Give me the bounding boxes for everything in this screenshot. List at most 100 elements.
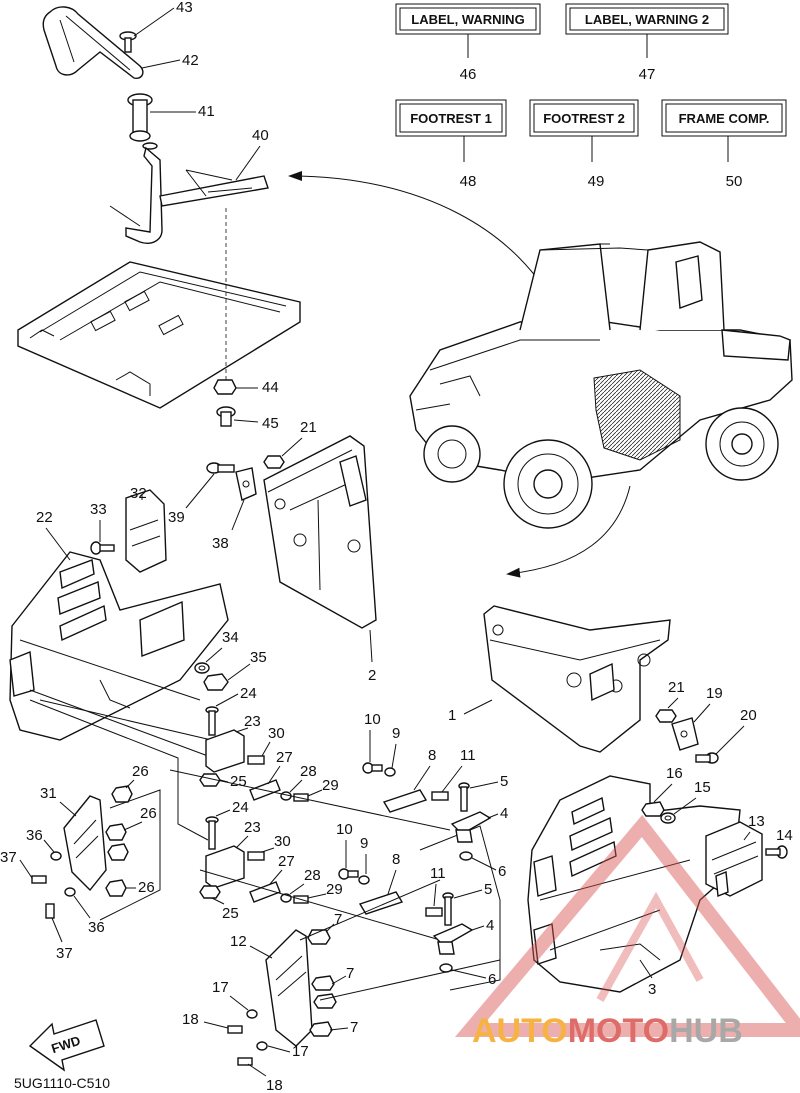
callout-8-lower: 8	[392, 851, 400, 868]
callout-42: 42	[182, 52, 199, 69]
screw-part-10-upper	[362, 762, 383, 774]
callout-38: 38	[212, 535, 229, 552]
callout-23-lower: 23	[244, 819, 261, 836]
arrow-right	[506, 485, 631, 578]
screw-part-30-lower	[247, 851, 265, 861]
callout-20: 20	[740, 707, 757, 724]
footrest-part-3	[527, 775, 741, 993]
screw-part-14	[765, 845, 788, 859]
screw-part-43	[119, 31, 137, 53]
nut-part-25-lower	[199, 885, 221, 899]
callout-35: 35	[250, 649, 267, 666]
link-part-8-upper	[382, 789, 428, 813]
callout-37-upper: 37	[0, 849, 17, 866]
callout-32: 32	[130, 485, 147, 502]
bolt-part-39	[206, 462, 235, 474]
callout-27-upper: 27	[276, 749, 293, 766]
nut-part-7	[307, 929, 337, 1037]
link-part-27-lower	[249, 881, 281, 903]
bolt-part-20	[695, 752, 719, 764]
callout-21-top: 21	[300, 419, 317, 436]
callout-37-lower: 37	[56, 945, 73, 962]
nut-part-16	[641, 801, 665, 817]
callout-28-upper: 28	[300, 763, 317, 780]
callout-8-upper: 8	[428, 747, 436, 764]
callout-46: 46	[460, 66, 477, 83]
label-warning-box: LABEL, WARNING 46	[395, 3, 541, 83]
callout-26-lower: 26	[138, 879, 155, 896]
callout-16: 16	[666, 765, 683, 782]
watermark-part3: HUB	[669, 1012, 743, 1050]
svg-text:AUTOMOTOHUB: AUTOMOTOHUB	[472, 1012, 743, 1050]
callout-11-lower: 11	[430, 865, 446, 882]
bolt-part-37-upper	[31, 875, 47, 884]
callout-39: 39	[168, 509, 185, 526]
frame-comp-text: FRAME COMP.	[679, 111, 770, 126]
callout-21-right: 21	[668, 679, 685, 696]
hinge-part-31	[63, 795, 107, 892]
callout-25-upper: 25	[230, 773, 247, 790]
nut-part-26-upper	[111, 785, 133, 803]
callout-41: 41	[198, 103, 215, 120]
callout-26-upper: 26	[132, 763, 149, 780]
callout-17-upper: 17	[212, 979, 229, 996]
callout-10-lower: 10	[336, 821, 353, 838]
bolt-part-5-upper	[458, 782, 470, 812]
watermark-part2: MOTO	[568, 1012, 669, 1050]
clip-part-38	[235, 467, 257, 501]
bracket-part-1	[483, 605, 671, 753]
bracket-part-23-lower	[205, 845, 245, 889]
handle-part-42	[42, 6, 144, 80]
callout-47: 47	[639, 66, 656, 83]
callout-29-upper: 29	[322, 777, 339, 794]
nut-part-35	[203, 673, 229, 691]
callout-3: 3	[648, 981, 656, 998]
washer-part-15	[660, 812, 676, 824]
callout-10-upper: 10	[364, 711, 381, 728]
callout-40: 40	[252, 127, 269, 144]
callout-24-upper: 24	[240, 685, 257, 702]
callout-31: 31	[40, 785, 57, 802]
callout-36-upper: 36	[26, 827, 43, 844]
callout-36-lower: 36	[88, 919, 105, 936]
callout-19: 19	[706, 685, 723, 702]
nut-part-21-top	[263, 455, 285, 469]
callout-33: 33	[90, 501, 107, 518]
bracket-part-4-upper	[450, 811, 492, 843]
callout-25-lower: 25	[222, 905, 239, 922]
link-part-8-lower	[358, 891, 404, 915]
callout-1: 1	[448, 707, 456, 724]
callout-12: 12	[230, 933, 247, 950]
callout-29-lower: 29	[326, 881, 343, 898]
label-warning-text: LABEL, WARNING	[411, 12, 524, 27]
frame-comp-box: FRAME COMP. 50	[661, 99, 787, 190]
hinge-part-12	[265, 929, 313, 1047]
screw-part-30-upper	[247, 755, 265, 765]
washer-part-9-upper	[384, 767, 396, 777]
footrest-2-text: FOOTREST 2	[543, 111, 625, 126]
callout-6-lower: 6	[488, 971, 496, 988]
screw-part-11-upper	[431, 791, 449, 801]
screw-part-11-lower	[425, 907, 443, 917]
callout-45: 45	[262, 415, 279, 432]
vehicle-illustration	[409, 241, 793, 529]
washer-part-36-lower	[64, 887, 76, 897]
callout-6-upper: 6	[498, 863, 506, 880]
bracket-part-4-lower	[432, 923, 474, 955]
callout-24-lower: 24	[232, 799, 249, 816]
bolt-part-37-lower	[45, 903, 55, 919]
callout-26-mid: 26	[140, 805, 157, 822]
diagram-code: 5UG1110-C510	[14, 1075, 110, 1091]
footrest-1-text: FOOTREST 1	[410, 111, 492, 126]
bracket-part-32	[125, 489, 185, 657]
callout-28-lower: 28	[304, 867, 321, 884]
rod-part-40	[109, 146, 269, 244]
bracket-part-13	[705, 821, 763, 897]
callout-7-a: 7	[334, 911, 342, 928]
bolt-part-24-lower	[205, 816, 219, 850]
grommet-part-41	[127, 93, 158, 150]
bolt-part-24-upper	[205, 706, 219, 736]
callout-50: 50	[726, 173, 743, 190]
screw-part-10-lower	[338, 868, 359, 880]
